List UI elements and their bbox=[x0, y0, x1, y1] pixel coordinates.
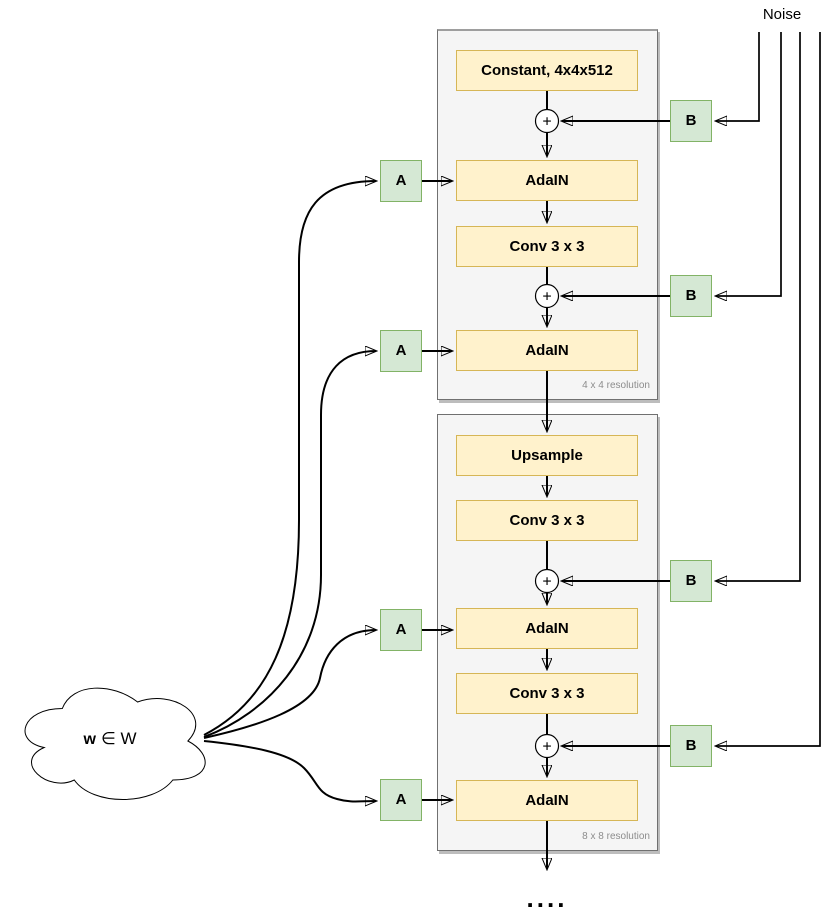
edge-w-to-a4 bbox=[203, 740, 376, 802]
edge-w-to-a3 bbox=[203, 630, 376, 739]
layer-conv3x3-1: Conv 3 x 3 bbox=[456, 226, 638, 267]
layer-adain-3: AdaIN bbox=[456, 608, 638, 649]
style-input-a-4: A bbox=[380, 779, 422, 821]
resolution-label-8x8: 8 x 8 resolution bbox=[582, 831, 650, 842]
resolution-label-4x4: 4 x 4 resolution bbox=[582, 380, 650, 391]
latent-space: ∈ W bbox=[100, 729, 137, 748]
edge-w-to-a2 bbox=[203, 351, 376, 738]
edge-noise-to-b4 bbox=[716, 32, 821, 746]
noise-input-b-3: B bbox=[670, 560, 712, 602]
edge-noise-to-b3 bbox=[716, 32, 801, 581]
layer-adain-1: AdaIN bbox=[456, 160, 638, 201]
layer-constant-4x4x512: Constant, 4x4x512 bbox=[456, 50, 638, 91]
latent-var: w bbox=[83, 731, 96, 748]
noise-input-b-2: B bbox=[670, 275, 712, 317]
style-input-a-1: A bbox=[380, 160, 422, 202]
edge-noise-to-b1 bbox=[716, 32, 760, 121]
style-input-a-3: A bbox=[380, 609, 422, 651]
noise-input-b-1: B bbox=[670, 100, 712, 142]
layer-conv3x3-2: Conv 3 x 3 bbox=[456, 500, 638, 541]
layer-adain-4: AdaIN bbox=[456, 780, 638, 821]
edge-w-to-a1 bbox=[203, 181, 376, 736]
noise-input-b-4: B bbox=[670, 725, 712, 767]
latent-code-label: w∈ W bbox=[30, 729, 190, 749]
layer-conv3x3-3: Conv 3 x 3 bbox=[456, 673, 638, 714]
layer-adain-2: AdaIN bbox=[456, 330, 638, 371]
layer-upsample: Upsample bbox=[456, 435, 638, 476]
style-input-a-2: A bbox=[380, 330, 422, 372]
continuation-dots: .... bbox=[526, 883, 568, 913]
edge-noise-to-b2 bbox=[716, 32, 782, 296]
noise-label: Noise bbox=[762, 6, 802, 23]
